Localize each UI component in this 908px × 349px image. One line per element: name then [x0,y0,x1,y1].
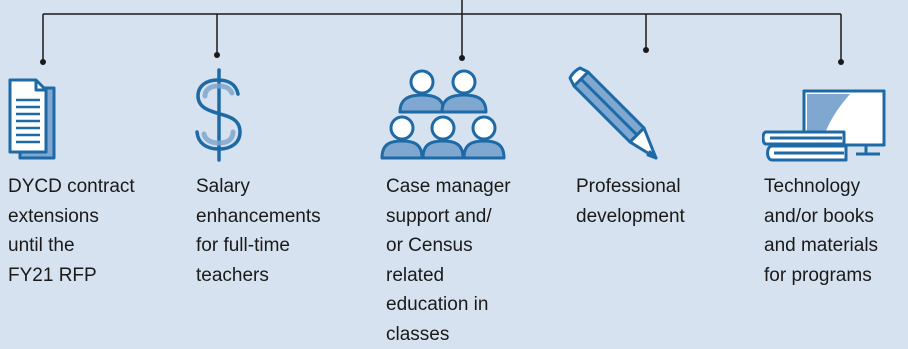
item-label: Professional development [576,176,685,227]
connector-lines [40,0,844,65]
dollar-sign-icon [195,68,242,162]
connector-dot-1 [40,59,46,65]
connector-dot-5 [838,59,844,65]
connector-dot-4 [643,47,649,53]
connector-dot-3 [459,55,465,61]
computer-books-icon [762,89,886,162]
item-label: Case manager support and/ or Census rela… [386,176,511,345]
diagram: DYCD contract extensions until the FY21 … [8,0,886,345]
pencil-icon [568,66,658,160]
item-label: Technology and/or books and materials fo… [764,176,879,286]
item-label: Salary enhancements for full-time teache… [196,176,321,286]
people-group-icon [380,69,506,160]
item-label: DYCD contract extensions until the FY21 … [8,176,135,286]
document-stack-icon [8,78,56,160]
connector-dot-2 [214,52,220,58]
